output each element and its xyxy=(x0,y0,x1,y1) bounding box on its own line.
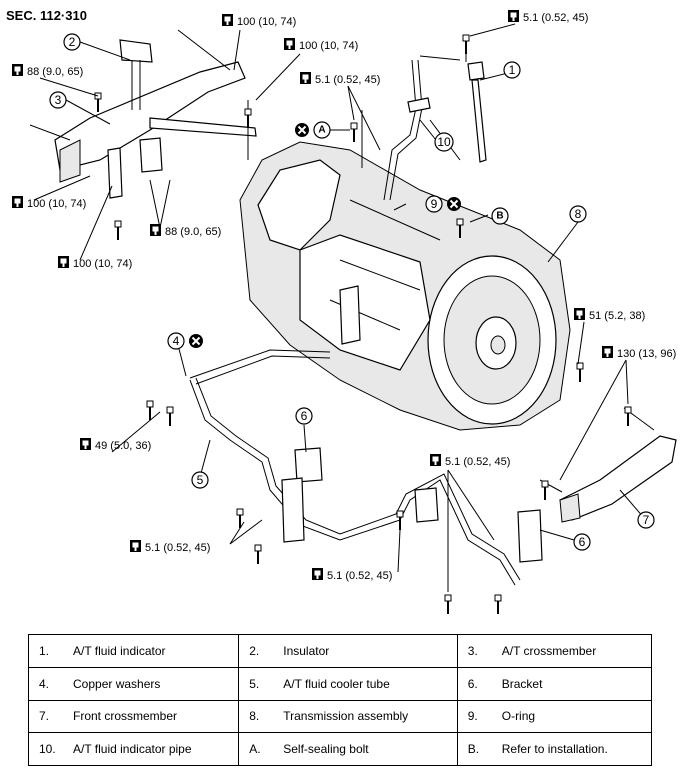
svg-text:5.1 (0.52, 45): 5.1 (0.52, 45) xyxy=(327,570,392,582)
svg-text:5: 5 xyxy=(197,473,204,487)
svg-text:5.1 (0.52, 45): 5.1 (0.52, 45) xyxy=(145,542,210,554)
torque-spec-1: 100 (10, 74) xyxy=(222,14,296,28)
torque-spec-8: 100 (10, 74) xyxy=(58,256,132,270)
legend-cell: 9.O-ring xyxy=(456,699,653,734)
torque-spec-13: 5.1 (0.52, 45) xyxy=(130,540,210,554)
legend-cell: 10.A/T fluid indicator pipe xyxy=(27,732,240,766)
svg-text:100 (10, 74): 100 (10, 74) xyxy=(237,16,296,28)
replace-part-icon xyxy=(294,122,310,138)
torque-spec-4: 88 (9.0, 65) xyxy=(12,64,83,78)
svg-text:100 (10, 74): 100 (10, 74) xyxy=(299,40,358,52)
callout-10: 10 xyxy=(434,132,454,152)
front-crossmember-drawing xyxy=(539,407,677,523)
legend-cell: 6.Bracket xyxy=(456,666,653,701)
svg-text:100 (10, 74): 100 (10, 74) xyxy=(27,198,86,210)
svg-text:7: 7 xyxy=(643,513,650,527)
callout-4: 4 xyxy=(167,332,185,350)
replace-part-icon xyxy=(446,196,462,212)
exploded-view-diagram: SEC. 112·310 xyxy=(6,8,677,615)
callout-1: 1 xyxy=(503,61,521,79)
svg-text:130 (13, 96): 130 (13, 96) xyxy=(617,348,676,360)
svg-text:A: A xyxy=(318,125,325,136)
svg-text:9: 9 xyxy=(431,197,438,211)
legend-row: 10.A/T fluid indicator pipe A.Self-seali… xyxy=(27,732,653,766)
svg-text:5.1 (0.52, 45): 5.1 (0.52, 45) xyxy=(445,456,510,468)
svg-text:51 (5.2, 38): 51 (5.2, 38) xyxy=(589,310,645,322)
svg-text:49 (5.0, 36): 49 (5.0, 36) xyxy=(95,440,151,452)
parts-legend: 1.A/T fluid indicator 2.Insulator 3.A/T … xyxy=(27,634,653,766)
callout-3: 3 xyxy=(49,91,67,109)
torque-spec-7: 88 (9.0, 65) xyxy=(150,224,221,238)
legend-row: 7.Front crossmember 8.Transmission assem… xyxy=(27,699,653,734)
svg-text:2: 2 xyxy=(69,35,76,49)
at-crossmember-drawing xyxy=(29,29,257,199)
svg-text:B: B xyxy=(496,211,503,222)
legend-cell: 5.A/T fluid cooler tube xyxy=(238,666,458,701)
svg-text:8: 8 xyxy=(575,207,582,221)
legend-cell: 3.A/T crossmember xyxy=(456,634,653,668)
svg-text:5.1 (0.52, 45): 5.1 (0.52, 45) xyxy=(315,74,380,86)
torque-spec-5: 5.1 (0.52, 45) xyxy=(300,72,380,86)
torque-spec-6: 100 (10, 74) xyxy=(12,196,86,210)
svg-text:5.1 (0.52, 45): 5.1 (0.52, 45) xyxy=(523,12,588,24)
callout-2: 2 xyxy=(63,33,81,51)
callout-6b: 6 xyxy=(573,533,591,551)
svg-text:6: 6 xyxy=(301,409,308,423)
section-code: SEC. 112·310 xyxy=(6,8,87,23)
torque-spec-9: 51 (5.2, 38) xyxy=(574,308,645,322)
callout-A: A xyxy=(313,121,331,139)
torque-spec-2: 100 (10, 74) xyxy=(284,38,358,52)
legend-row: 1.A/T fluid indicator 2.Insulator 3.A/T … xyxy=(27,634,653,668)
legend-cell: 8.Transmission assembly xyxy=(238,699,458,734)
legend-cell: 1.A/T fluid indicator xyxy=(27,634,240,668)
leader-lines xyxy=(33,23,645,592)
legend-cell: 2.Insulator xyxy=(238,634,458,668)
transmission-assembly-drawing xyxy=(239,141,571,431)
legend-cell: 4.Copper washers xyxy=(27,666,240,701)
svg-text:3: 3 xyxy=(55,93,62,107)
torque-spec-14: 5.1 (0.52, 45) xyxy=(312,568,392,582)
callout-8: 8 xyxy=(569,205,587,223)
torque-spec-3: 5.1 (0.52, 45) xyxy=(508,10,588,24)
legend-cell: B.Refer to installation. xyxy=(456,732,653,766)
svg-text:4: 4 xyxy=(173,334,180,348)
legend-cell: 7.Front crossmember xyxy=(27,699,240,734)
torque-spec-12: 5.1 (0.52, 45) xyxy=(430,454,510,468)
torque-spec-10: 130 (13, 96) xyxy=(602,346,676,360)
svg-text:10: 10 xyxy=(437,135,451,149)
svg-text:88 (9.0, 65): 88 (9.0, 65) xyxy=(165,226,221,238)
callout-7: 7 xyxy=(637,511,655,529)
svg-text:88 (9.0, 65): 88 (9.0, 65) xyxy=(27,66,83,78)
callout-5: 5 xyxy=(191,471,209,489)
svg-text:1: 1 xyxy=(509,63,516,77)
legend-cell: A.Self-sealing bolt xyxy=(238,732,458,766)
legend-row: 4.Copper washers 5.A/T fluid cooler tube… xyxy=(27,666,653,701)
callout-6a: 6 xyxy=(295,407,313,425)
callout-B: B xyxy=(491,207,509,225)
callout-9: 9 xyxy=(425,195,443,213)
svg-text:6: 6 xyxy=(579,535,586,549)
replace-part-icon xyxy=(188,333,204,349)
torque-spec-11: 49 (5.0, 36) xyxy=(80,438,151,452)
svg-text:100 (10, 74): 100 (10, 74) xyxy=(73,258,132,270)
cooler-tube-drawing xyxy=(189,349,543,586)
